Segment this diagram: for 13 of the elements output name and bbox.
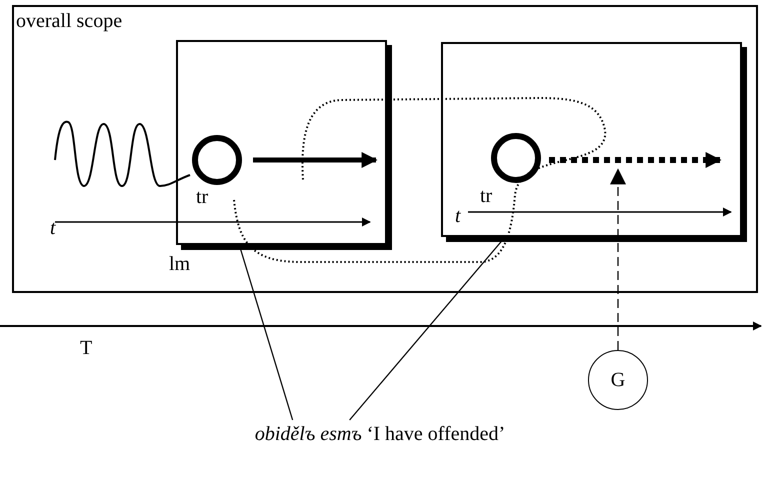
trajector-label: tr (196, 187, 208, 207)
trajector-circle (192, 135, 242, 185)
dashed-arrow (610, 168, 626, 350)
time-label: t (455, 206, 461, 226)
axis-label: T (80, 338, 92, 358)
frame-title: overall scope (16, 11, 122, 31)
trajector-circle (491, 133, 541, 183)
node-label: G (610, 368, 626, 392)
landmark-label: lm (169, 254, 190, 274)
time-label: t (50, 218, 56, 238)
scope-frame (12, 5, 758, 293)
gloss-text: obidělъ esmъ ‘I have offended’ (254, 423, 506, 445)
trajector-label: tr (480, 186, 492, 206)
